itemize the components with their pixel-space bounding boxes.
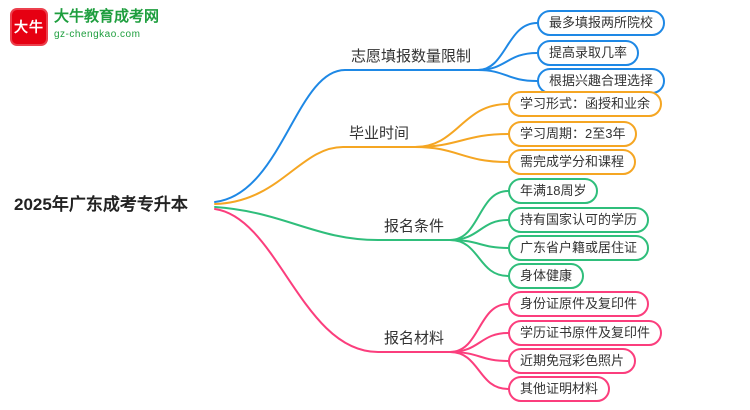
branch-3-main-link [214,208,451,353]
leaf-node: 近期免冠彩色照片 [508,348,637,374]
branch-3-child-link [449,332,509,353]
branch-1-main-link [214,146,416,205]
leaf-node: 学历证书原件及复印件 [508,320,663,346]
branch-2-child-link [449,219,509,241]
leaf-node: 最多填报两所院校 [537,10,666,36]
logo-title: 大牛教育成考网 [54,8,160,25]
logo-text-block: 大牛教育成考网 gz-chengkao.com [54,8,159,41]
leaf-node: 身体健康 [508,263,585,289]
leaf-node: 广东省户籍或居住证 [508,235,650,261]
branch-2-child-link [449,190,509,241]
leaf-node: 学习形式：函授和业余 [508,91,663,117]
root-node: 2025年广东成考专升本 [14,195,188,214]
branch-0-child-link [477,69,538,82]
leaf-node: 学习周期：2至3年 [508,121,638,147]
leaf-node: 持有国家认可的学历 [508,207,650,233]
branch-label-3: 报名材料 [378,330,451,353]
branch-3-child-link [449,351,509,390]
logo-domain: gz-chengkao.com [54,28,141,40]
branch-label-1: 毕业时间 [343,125,416,148]
logo-bull-icon: 大牛 [10,8,48,46]
site-logo[interactable]: 大牛 大牛教育成考网 gz-chengkao.com [10,8,159,46]
branch-3-child-link [449,303,509,353]
branch-1-child-link [414,146,509,163]
branch-label-0: 志愿填报数量限制 [345,48,478,71]
leaf-node: 需完成学分和课程 [508,149,637,175]
leaf-node: 其他证明材料 [508,376,611,402]
branch-2-main-link [214,206,451,241]
branch-0-child-link [477,22,538,71]
branch-2-child-link [449,239,509,277]
branch-1-child-link [414,103,509,148]
branch-0-main-link [214,69,479,203]
leaf-node: 提高录取几率 [537,40,640,66]
leaf-node: 身份证原件及复印件 [508,291,650,317]
branch-label-2: 报名条件 [378,218,451,241]
leaf-node: 年满18周岁 [508,178,599,204]
